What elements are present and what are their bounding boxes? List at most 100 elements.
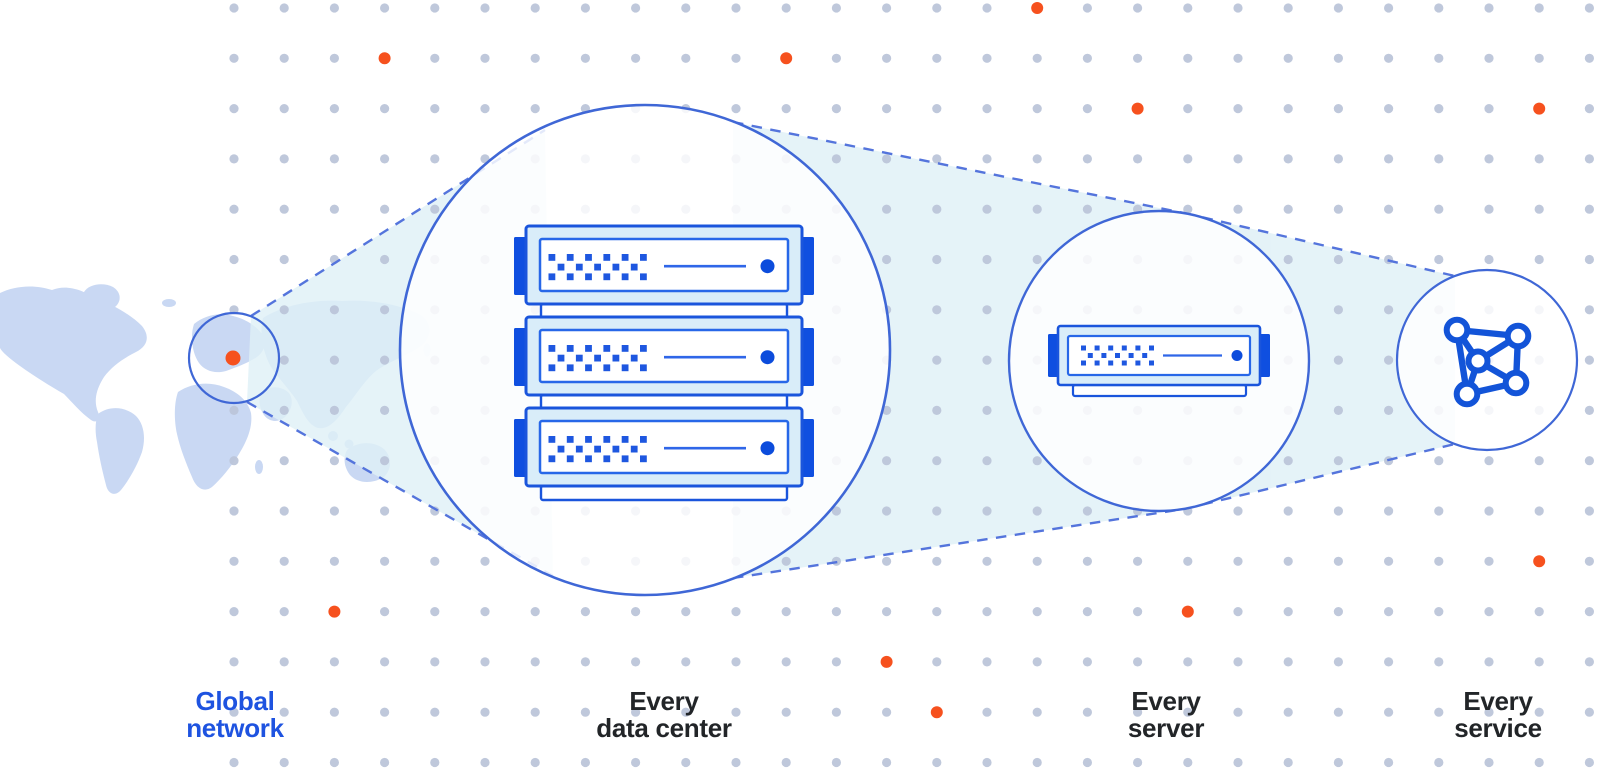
grid-dot: [932, 355, 942, 365]
grid-dot: [229, 707, 239, 717]
grid-dot: [1233, 104, 1243, 114]
grid-dot: [1584, 657, 1594, 667]
grid-dot: [430, 154, 440, 164]
grid-dot: [1434, 456, 1444, 466]
grid-dot: [932, 305, 942, 315]
grid-dot: [1082, 506, 1092, 516]
grid-dot: [1233, 607, 1243, 617]
grid-dot: [1283, 3, 1293, 13]
grid-dot: [1032, 254, 1042, 265]
continent-africa: [174, 383, 252, 490]
grid-dot: [1283, 104, 1293, 114]
grid-dot: [1484, 104, 1494, 114]
grid-dot: [380, 757, 390, 768]
grid-dot: [731, 104, 741, 114]
grid-dot: [1333, 305, 1343, 315]
grid-dot: [1584, 254, 1594, 265]
grid-dot: [329, 104, 339, 114]
grid-dot: [380, 254, 390, 265]
accent-dot: [880, 655, 893, 668]
grid-dot: [329, 305, 339, 315]
grid-dot: [279, 506, 289, 516]
accent-dot: [930, 706, 943, 719]
grid-dot: [279, 456, 289, 466]
grid-dot: [1183, 657, 1193, 667]
grid-dot: [1584, 506, 1594, 516]
grid-dot: [1233, 154, 1243, 164]
grid-dot: [1384, 556, 1394, 566]
grid-dot: [229, 53, 239, 63]
mesh-node: [1502, 369, 1530, 397]
grid-dot: [932, 506, 942, 516]
grid-dot: [1283, 204, 1293, 214]
grid-dot: [480, 607, 490, 617]
grid-dot: [882, 506, 892, 516]
server-ear-right: [1259, 334, 1270, 377]
accent-dot: [780, 52, 793, 65]
grid-dot: [1082, 556, 1092, 566]
grid-dot: [831, 607, 842, 617]
grid-dot: [480, 53, 490, 63]
grid-dot: [1082, 104, 1092, 114]
grid-dot: [329, 53, 339, 63]
server-base-tray: [1071, 383, 1248, 398]
grid-dot: [1032, 104, 1042, 114]
grid-dot: [1584, 204, 1594, 214]
grid-dot: [1032, 607, 1042, 617]
dashed-line-upper-2: [732, 120, 1185, 215]
server-unit-1: [512, 224, 816, 320]
grid-dot: [279, 607, 289, 617]
grid-dot: [1183, 556, 1193, 566]
grid-dot: [1384, 204, 1394, 214]
grid-dot: [1484, 506, 1494, 516]
grid-dot: [380, 204, 390, 214]
grid-dot: [731, 53, 741, 63]
grid-dot: [480, 657, 490, 667]
grid-dot: [1032, 707, 1042, 717]
grid-dot: [1333, 556, 1343, 566]
grid-dot: [1082, 607, 1092, 617]
grid-dot: [229, 556, 239, 566]
grid-dot: [279, 305, 289, 315]
grid-dot: [731, 607, 741, 617]
grid-dot: [681, 657, 691, 667]
grid-dot: [681, 757, 691, 768]
server-led: [1231, 350, 1243, 361]
grid-dot: [329, 405, 339, 415]
grid-dot: [1434, 3, 1444, 13]
grid-dot: [631, 657, 641, 667]
grid-dot: [882, 3, 892, 13]
data-center-servers-icon: [512, 224, 816, 502]
grid-dot: [430, 556, 440, 566]
grid-dot: [380, 657, 390, 667]
grid-dot: [882, 757, 892, 768]
grid-dot: [580, 607, 591, 617]
grid-dot: [681, 707, 691, 717]
grid-dot: [1032, 154, 1042, 164]
grid-dot: [530, 53, 540, 63]
grid-dot: [1434, 607, 1444, 617]
grid-dot: [1183, 204, 1193, 214]
grid-dot: [279, 104, 289, 114]
grid-dot: [882, 154, 892, 164]
grid-dot: [229, 506, 239, 516]
grid-dot: [1283, 707, 1293, 717]
network-mesh-icon: [1443, 316, 1532, 408]
grid-dot: [982, 707, 992, 717]
server-unit-2: [512, 315, 816, 411]
continent-greenland: [83, 284, 120, 311]
grid-dot: [1082, 204, 1092, 214]
grid-dot: [1384, 405, 1394, 415]
grid-dot: [1183, 154, 1193, 164]
mesh-node: [1504, 322, 1532, 350]
grid-dot: [1384, 707, 1394, 717]
grid-dot: [982, 506, 992, 516]
grid-dot: [882, 556, 892, 566]
grid-dot: [380, 607, 390, 617]
grid-dot: [1333, 154, 1343, 164]
grid-dot: [781, 657, 791, 667]
grid-dot: [380, 556, 390, 566]
grid-dot: [480, 104, 490, 114]
grid-dot: [530, 757, 540, 768]
grid-dot: [1534, 657, 1544, 667]
